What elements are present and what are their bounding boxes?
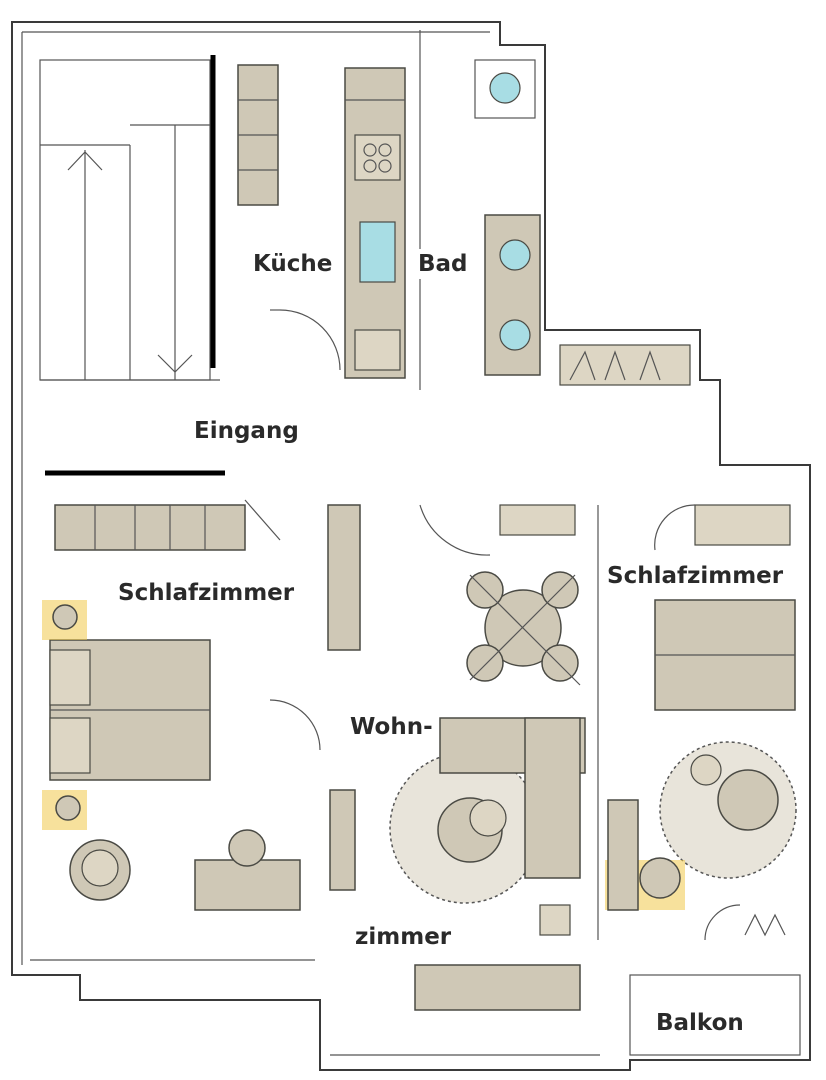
outer-walls (11, 21, 811, 1071)
room-label-balkon: Balkon (652, 1008, 748, 1038)
left-bedroom-furniture (42, 504, 301, 911)
living-room-furniture (269, 504, 586, 1011)
room-label-zimmer: zimmer (351, 922, 456, 952)
kitchen-furniture (237, 64, 406, 379)
room-label-eingang: Eingang (190, 416, 303, 446)
bathroom-fixtures (419, 30, 691, 390)
entrance (45, 470, 281, 541)
room-label-schlafzimmer-right: Schlafzimmer (603, 561, 788, 591)
storage-area (39, 55, 220, 381)
room-label-bad: Bad (414, 249, 472, 279)
right-bedroom-furniture (597, 504, 797, 941)
room-label-kueche: Küche (249, 249, 337, 279)
room-label-schlafzimmer-left: Schlafzimmer (114, 578, 299, 608)
balcony (629, 974, 801, 1056)
room-label-wohn: Wohn- (346, 712, 437, 742)
